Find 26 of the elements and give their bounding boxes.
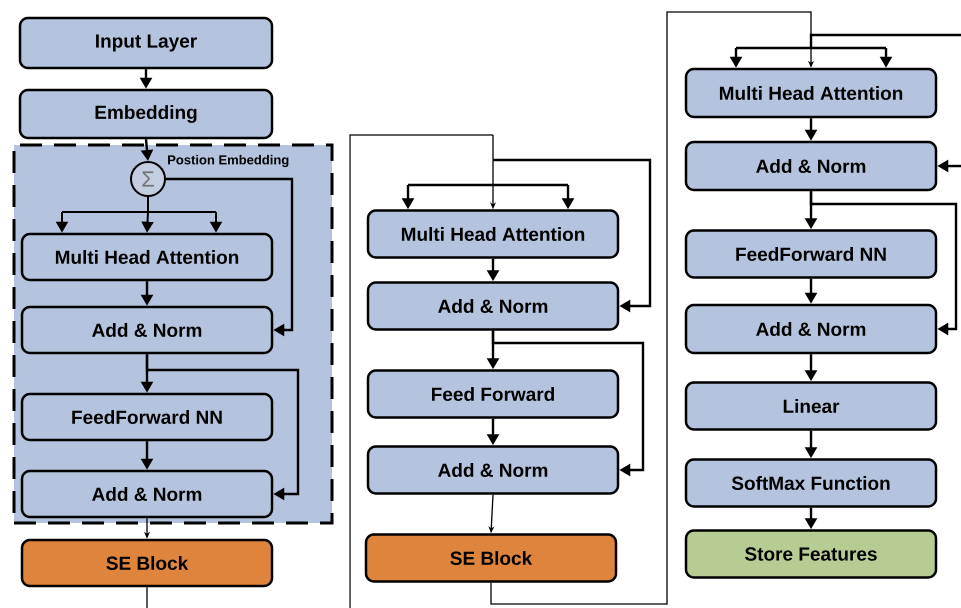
arrow	[493, 158, 652, 312]
process-box: FeedForward NN	[684, 229, 938, 279]
process-box: Add & Norm	[684, 140, 938, 192]
process-box: Embedding	[18, 88, 274, 140]
arrow	[492, 330, 644, 476]
process-box: Add & Norm	[20, 470, 274, 518]
arrow	[810, 191, 958, 336]
process-box: Multi Head Attention	[20, 232, 274, 282]
process-box: Add & Norm	[20, 306, 274, 354]
process-box: Multi Head Attention	[366, 209, 620, 259]
process-box: Input Layer	[18, 16, 274, 70]
process-box: Add & Norm	[684, 304, 938, 354]
arrow	[166, 178, 294, 336]
process-box: Add & Norm	[366, 281, 620, 331]
process-box: FeedForward NN	[20, 392, 274, 442]
node-caption: Postion Embedding	[168, 154, 288, 168]
process-box: SoftMax Function	[684, 458, 938, 508]
process-box: Add & Norm	[366, 445, 620, 495]
process-box: SE Block	[20, 538, 274, 588]
arrow	[490, 11, 814, 605]
process-box: Multi Head Attention	[684, 68, 938, 118]
process-box: SE Block	[364, 533, 618, 583]
arrow	[146, 354, 300, 500]
process-box: Store Features	[684, 529, 938, 579]
process-box: Linear	[684, 381, 938, 431]
process-box: Feed Forward	[366, 369, 620, 419]
